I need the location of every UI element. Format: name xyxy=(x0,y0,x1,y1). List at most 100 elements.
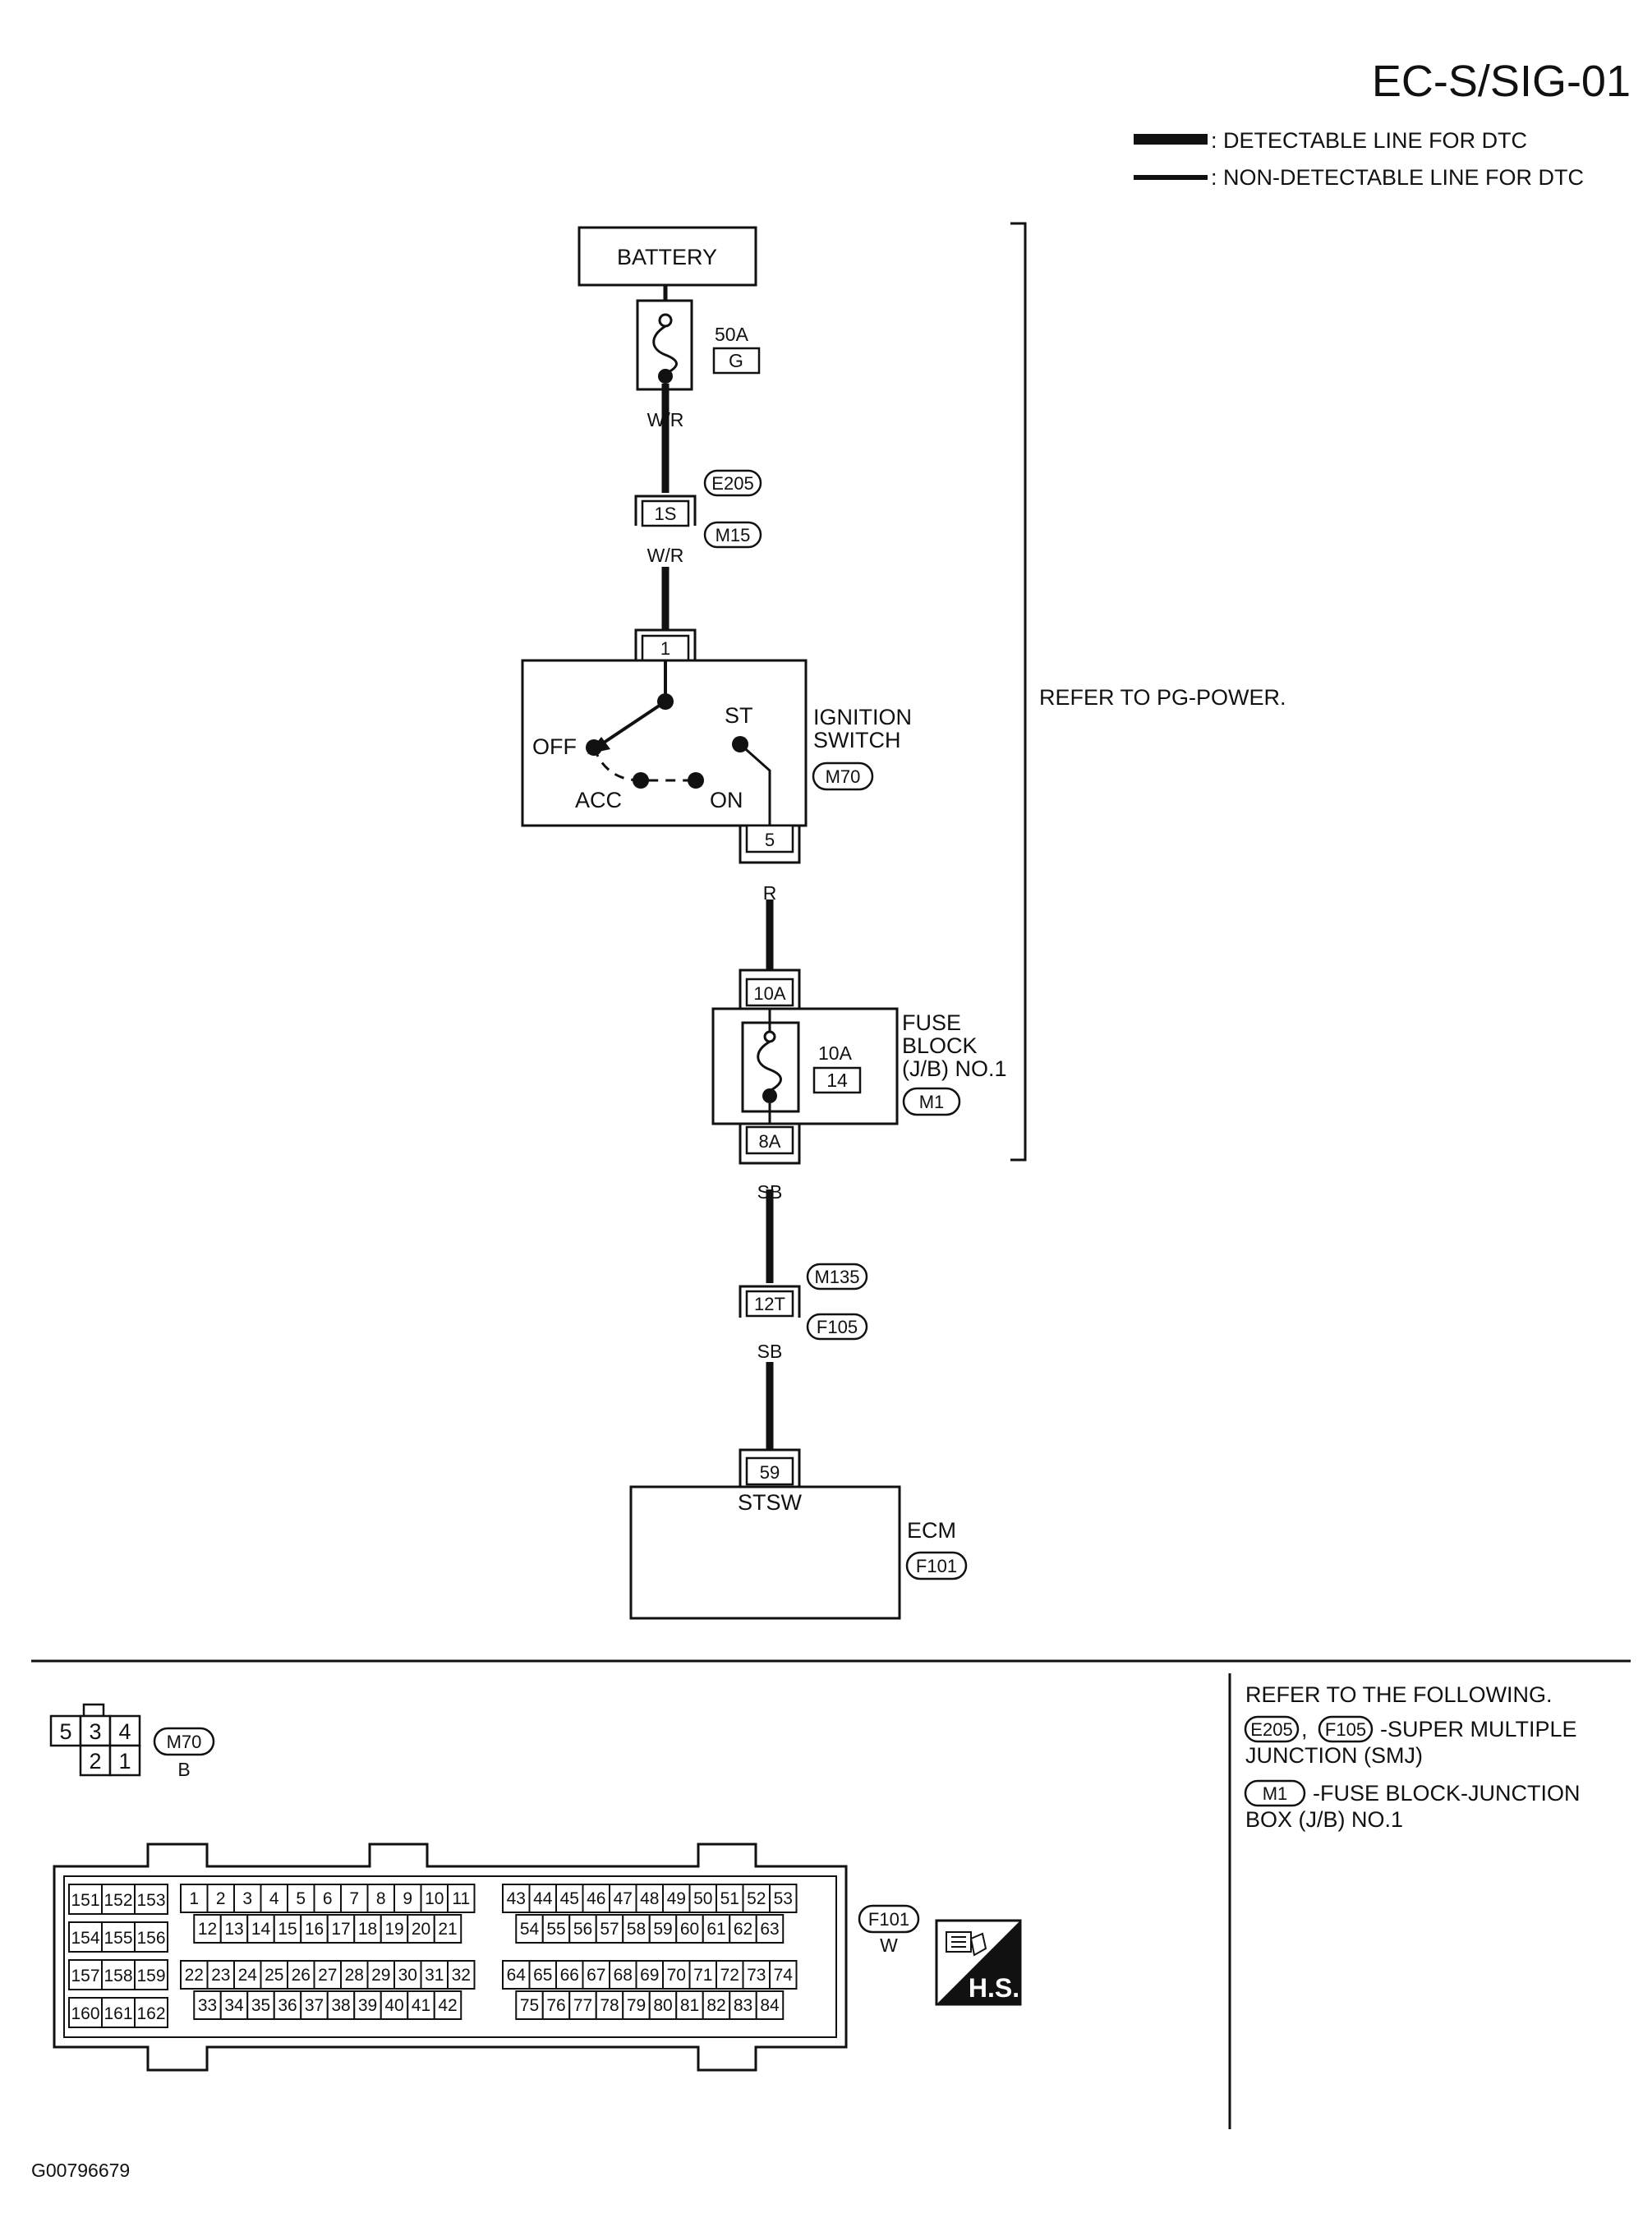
wire-label-sb-1: SB xyxy=(757,1181,783,1203)
f101-pin-cell xyxy=(688,1960,717,1990)
f101-pin-cell xyxy=(622,1914,651,1944)
wire-label-r: R xyxy=(763,882,777,904)
f101-pin-cell xyxy=(729,1990,757,2020)
f101-pin-cell xyxy=(273,1990,302,2020)
f101-pin-cell xyxy=(555,1884,584,1913)
f101-pin: 77 xyxy=(573,1996,592,2015)
fb-terminal-10a-box xyxy=(745,978,794,1007)
wire-label-wr-2: W/R xyxy=(647,545,684,566)
fusible-link-id-box xyxy=(712,347,761,375)
ign-terminal-5-box xyxy=(745,824,794,853)
switch-dashed-path xyxy=(592,747,696,782)
f101-pin: 65 xyxy=(533,1966,552,1985)
f101-pin: 74 xyxy=(774,1966,794,1985)
f101-pin-cell xyxy=(300,1914,329,1944)
ign-terminal-1-box xyxy=(641,634,690,662)
f101-pin-cell xyxy=(246,1990,275,2020)
f101-pin: 27 xyxy=(318,1966,337,1985)
pos-off: OFF xyxy=(532,734,577,759)
legend-nondetectable-swatch xyxy=(1134,175,1208,180)
f101-pin: 25 xyxy=(265,1966,283,1985)
f101-pin: 23 xyxy=(211,1966,230,1985)
m70-pin: 5 xyxy=(59,1719,71,1744)
f101-pin-cell xyxy=(528,1884,557,1913)
fuse-number-box xyxy=(812,1066,862,1094)
fusible-link-rating: 50A xyxy=(715,324,749,345)
f101-pin: 81 xyxy=(680,1996,699,2015)
f101-pin: 2 xyxy=(216,1889,226,1908)
f101-pin-cell xyxy=(541,1990,571,2020)
terminal-1s: 1S xyxy=(655,504,677,524)
terminal-1s-box xyxy=(641,499,690,527)
fusible-link-id: G xyxy=(729,350,743,371)
f101-pin: 161 xyxy=(104,2004,132,2023)
pos-st: ST xyxy=(725,703,753,728)
f101-pin-cell xyxy=(755,1914,785,1944)
f101-pin: 155 xyxy=(104,1929,132,1948)
f101-pin: 34 xyxy=(224,1996,244,2015)
fuse-rating: 10A xyxy=(818,1042,853,1064)
f101-pin-cell xyxy=(769,1960,798,1990)
m70-pin: 1 xyxy=(118,1749,131,1774)
terminal-12t-box xyxy=(745,1290,794,1318)
f101-pin-cell xyxy=(273,1914,302,1944)
hs-label: H.S. xyxy=(969,1973,1019,2003)
f101-pin: 16 xyxy=(305,1920,324,1939)
f101-pin-cell xyxy=(675,1914,704,1944)
f101-pin: 66 xyxy=(560,1966,579,1985)
joint-connector-12t: 12T M135 F105 xyxy=(739,1263,868,1341)
f101-pin-cell xyxy=(287,1884,315,1913)
fuse-block-name-3: (J/B) NO.1 xyxy=(902,1056,1007,1081)
f101-pin: 64 xyxy=(507,1966,527,1985)
f101-pin: 62 xyxy=(734,1920,752,1939)
ignition-switch-name-1: IGNITION xyxy=(813,705,912,729)
legend-detectable-label: : DETECTABLE LINE FOR DTC xyxy=(1211,128,1527,153)
f101-pin-cell xyxy=(134,1884,168,1915)
f101-pin-cell xyxy=(180,1884,209,1913)
svg-text:M15: M15 xyxy=(716,525,751,545)
f101-pin: 29 xyxy=(371,1966,390,1985)
f101-pin-cell xyxy=(635,1960,664,1990)
fb-terminal-10a: 10A xyxy=(753,983,785,1004)
f101-pin-cell xyxy=(366,1960,395,1990)
ecm-box xyxy=(629,1485,901,1620)
f101-pin-cell xyxy=(300,1990,329,2020)
f101-pin: 57 xyxy=(600,1920,619,1939)
f101-pin: 71 xyxy=(693,1966,712,1985)
f101-pin: 32 xyxy=(452,1966,471,1985)
ecm: 59 STSW ECM F101 xyxy=(629,1448,968,1620)
f101-pin-cell xyxy=(366,1884,395,1913)
f101-pin: 153 xyxy=(136,1891,165,1910)
pos-on: ON xyxy=(710,788,743,812)
f101-pin-cell xyxy=(648,1914,678,1944)
note-tag-e205 xyxy=(1244,1715,1300,1743)
f101-pin: 82 xyxy=(706,1996,725,2015)
fuse-element-icon xyxy=(652,324,678,375)
f101-pin-cell xyxy=(219,1914,249,1944)
f101-pin-cell xyxy=(101,1997,136,2028)
svg-text:F105: F105 xyxy=(817,1317,858,1337)
f101-pin-cell xyxy=(515,1990,544,2020)
f101-pin: 46 xyxy=(587,1889,605,1908)
svg-text:M70: M70 xyxy=(826,766,861,787)
f101-pin: 79 xyxy=(627,1996,646,2015)
f101-pin: 40 xyxy=(384,1996,403,2015)
wires xyxy=(661,285,774,1450)
fb-terminal-8a: 8A xyxy=(759,1131,781,1152)
f101-pin-cell xyxy=(662,1960,691,1990)
f101-pin: 8 xyxy=(376,1889,386,1908)
connector-tag-m70 xyxy=(812,761,874,791)
svg-text:M135: M135 xyxy=(814,1267,859,1287)
f101-pin: 5 xyxy=(296,1889,306,1908)
f101-pin: 1 xyxy=(189,1889,199,1908)
f101-pin: 42 xyxy=(438,1996,457,2015)
f101-pin-cell xyxy=(769,1884,798,1913)
svg-text:M1: M1 xyxy=(1263,1783,1288,1804)
f101-color: W xyxy=(880,1935,898,1956)
f101-pin: 38 xyxy=(331,1996,350,2015)
f101-pin-cell xyxy=(407,1914,435,1944)
connector-tag-f105 xyxy=(806,1313,868,1341)
f101-pin: 162 xyxy=(136,2004,165,2023)
f101-pin: 44 xyxy=(533,1889,553,1908)
